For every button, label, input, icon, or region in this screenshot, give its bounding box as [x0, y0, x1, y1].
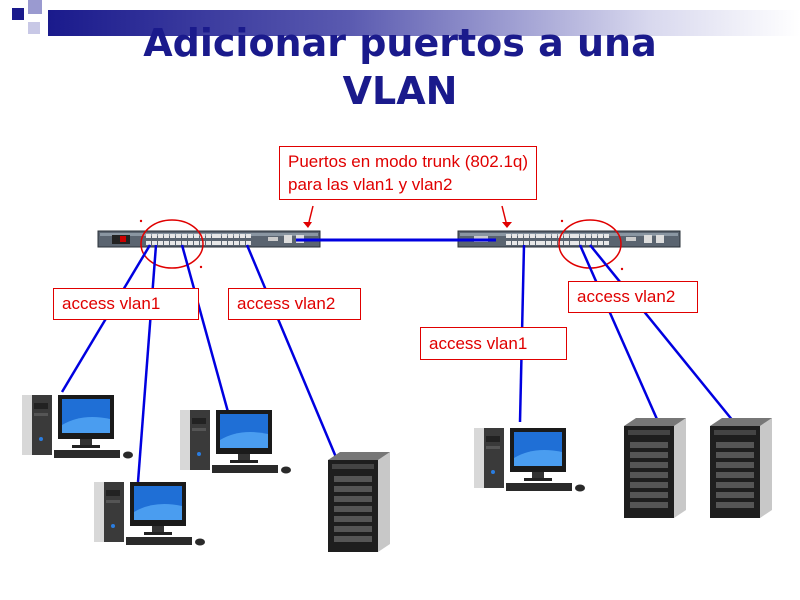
link-server3 — [589, 244, 743, 433]
desktop-pc-icon — [180, 410, 291, 474]
slide-title-line2: VLAN — [342, 69, 458, 113]
label-right-access-vlan2: access vlan2 — [568, 281, 698, 313]
server-tower-icon — [328, 452, 390, 552]
trunk-label-line2: para las vlan1 y vlan2 — [288, 175, 453, 194]
marker-dot — [620, 267, 624, 271]
desktop-pc-icon — [94, 482, 205, 546]
marker-dot — [139, 219, 143, 223]
label-left-access-vlan1: access vlan1 — [53, 288, 199, 320]
link-server2 — [578, 244, 662, 427]
link-pc2 — [136, 244, 158, 483]
label-left-access-vlan2: access vlan2 — [228, 288, 361, 320]
link-pc3 — [180, 244, 230, 413]
header-bar — [48, 10, 800, 36]
trunk-label-line1: Puertos en modo trunk (802.1q) — [288, 152, 529, 171]
header-square-2 — [28, 0, 42, 14]
slide-title-line1: Adicionar puertos a una — [143, 21, 657, 65]
link-server1 — [245, 244, 340, 463]
header-square-3 — [28, 22, 40, 34]
marker-dot — [560, 219, 564, 223]
label-right-access-vlan1: access vlan1 — [420, 327, 567, 360]
port-group-circle-left — [140, 219, 204, 269]
server-tower-icon — [710, 418, 772, 518]
server-tower-icon — [624, 418, 686, 518]
trunk-label: Puertos en modo trunk (802.1q) para las … — [279, 146, 538, 200]
switch-left-icon — [97, 230, 321, 248]
desktop-pc-icon — [474, 428, 585, 492]
desktop-pc-icon — [22, 395, 133, 459]
marker-dot — [199, 265, 203, 269]
header-square-1 — [12, 8, 24, 20]
